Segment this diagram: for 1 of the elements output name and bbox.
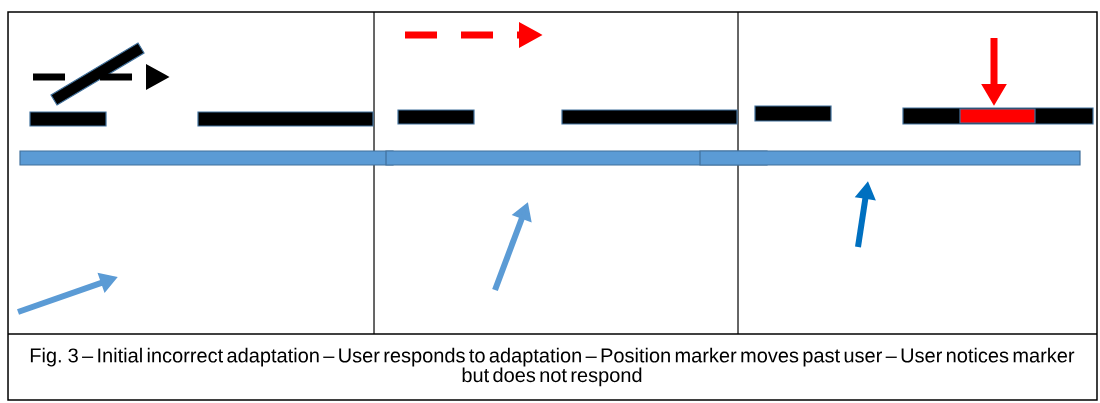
caption: Fig. 3 – Initial incorrect adaptation – User responds to adaptation – Position marker moves past user – User notices marker but does not respond	[30, 347, 1075, 387]
